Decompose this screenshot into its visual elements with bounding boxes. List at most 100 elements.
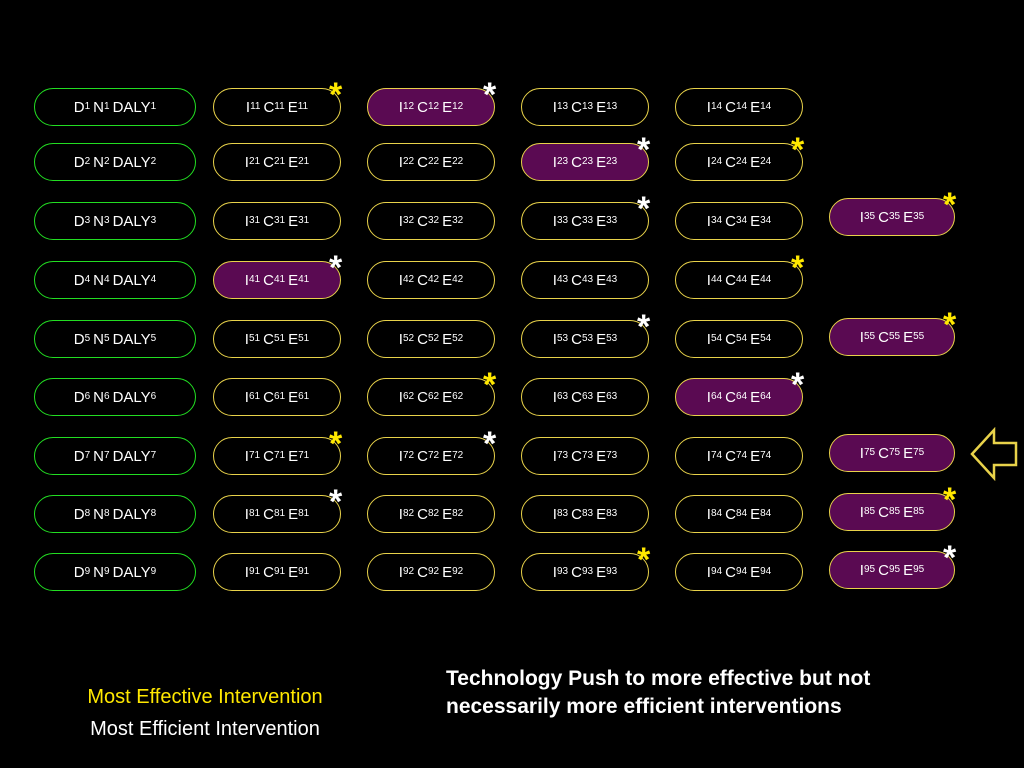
node-symbol: C [263,388,274,406]
node-symbol: E [442,388,453,406]
node-symbol: E [442,505,453,523]
node-symbol: E [442,330,453,348]
node-symbol: C [571,505,582,523]
node-symbol: C [417,447,428,465]
node-symbol: C [417,388,428,406]
node-symbol: I [706,388,711,406]
node-symbol: C [571,212,582,230]
technology-push-caption: Technology Push to more effective but no… [446,665,1006,721]
node-symbol: I [244,447,249,465]
node-symbol: C [878,503,889,521]
node-symbol: I [244,505,249,523]
node-symbol: C [725,271,736,289]
node-symbol: I [552,98,557,116]
node-symbol: E [596,271,607,289]
node-symbol: E [442,153,453,171]
node-symbol: I [398,388,403,406]
node-symbol: DALY [112,388,151,406]
node-symbol: E [596,330,607,348]
node-symbol: E [596,447,607,465]
node-symbol: N [93,212,105,230]
node-symbol: DALY [112,153,151,171]
node-symbol: E [596,98,607,116]
left-arrow-icon [970,427,1018,481]
node-symbol: DALY [112,447,151,465]
node-symbol: E [750,447,761,465]
node-symbol: I [398,330,403,348]
node-symbol: E [903,208,914,226]
node-symbol: C [725,447,736,465]
node-symbol: DALY [112,505,151,523]
node-symbol: C [263,153,274,171]
node-symbol: I [244,271,249,289]
node-symbol: DALY [112,330,151,348]
node-symbol: D [73,98,85,116]
star-marker-white: * [791,366,805,404]
node-symbol: I [245,98,251,116]
node-symbol: D [73,505,85,523]
node-symbol: I [706,271,711,289]
node-symbol: N [93,505,105,523]
node-symbol: C [878,328,889,346]
node-symbol: C [571,563,582,581]
node-symbol: DALY [112,563,151,581]
node-symbol: E [596,212,607,230]
node-symbol: I [859,208,864,226]
node-symbol: C [263,271,274,289]
node-symbol: C [878,208,889,226]
node-symbol: E [903,328,914,346]
node-symbol: I [398,98,403,116]
node-symbol: E [442,563,453,581]
node-symbol: E [750,212,761,230]
node-symbol: C [571,98,582,116]
node-symbol: I [398,563,403,581]
most-effective-caption: Most Effective Intervention [87,686,323,708]
node-symbol: E [287,98,298,116]
node-symbol: D [73,153,85,171]
node-symbol: I [859,561,864,579]
node-symbol: C [263,330,274,348]
node-symbol: E [288,212,299,230]
star-marker-yellow: * [943,306,957,344]
node-symbol: C [571,330,582,348]
node-symbol: I [398,153,403,171]
star-marker-yellow: * [943,186,957,224]
node-symbol: E [596,388,607,406]
star-marker-yellow: * [329,76,343,114]
node-symbol: I [552,505,557,523]
node-symbol: N [93,271,105,289]
node-symbol: C [263,563,274,581]
node-symbol: I [552,212,557,230]
star-marker-yellow: * [791,249,805,287]
node-symbol: E [442,271,453,289]
star-marker-white: * [637,190,651,228]
star-marker-white: * [483,425,497,463]
node-symbol: I [706,330,711,348]
technology-push-line-2: necessarily more efficient interventions [446,695,842,718]
node-symbol: E [442,212,453,230]
node-symbol: I [552,330,557,348]
star-marker-white: * [329,249,343,287]
node-symbol: I [552,388,557,406]
node-symbol: C [263,212,274,230]
node-symbol: E [288,271,299,289]
node-symbol: I [244,330,249,348]
technology-push-line-1: Technology Push to more effective but no… [446,667,871,690]
